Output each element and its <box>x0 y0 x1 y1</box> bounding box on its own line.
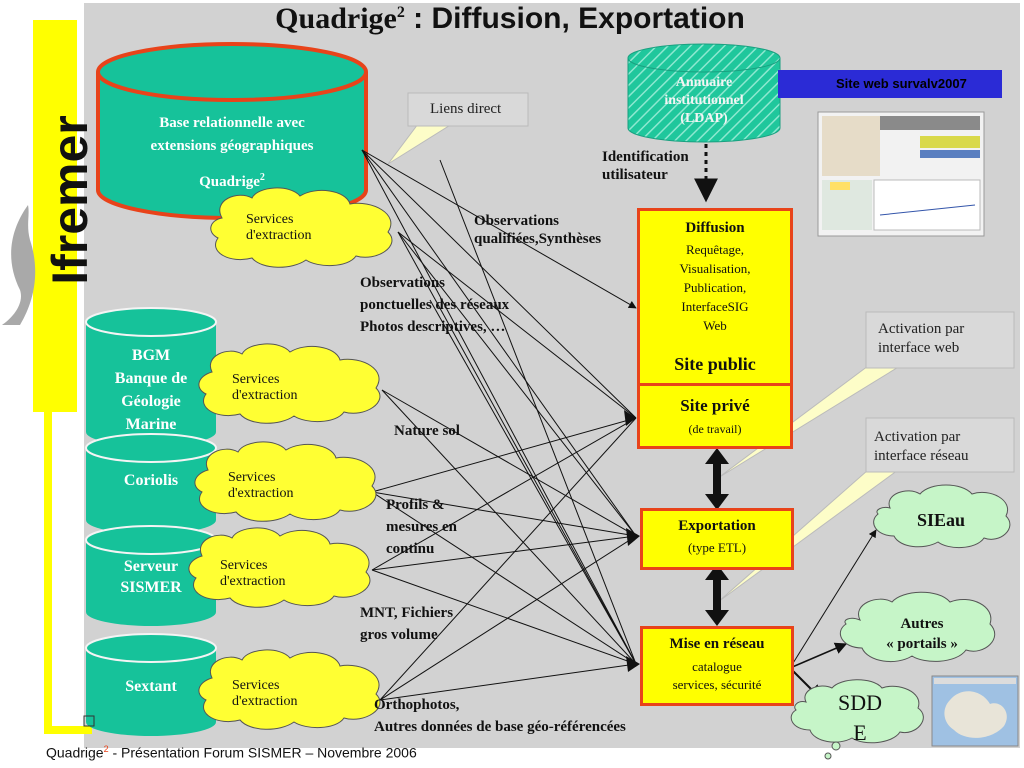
footer-quadrige: Quadrige <box>46 744 104 761</box>
services-label-1: Services d'extraction <box>246 212 312 243</box>
activation-reseau-note-box <box>865 417 1015 473</box>
reseau-label: Mise en réseau <box>669 636 765 652</box>
services-label-3: Services d'extraction <box>228 470 294 501</box>
bgm-label: BGM Banque de Géologie Marine <box>114 347 188 433</box>
reseau-sub: catalogue services, sécurité <box>672 659 762 692</box>
services-label-5: Services d'extraction <box>232 678 298 709</box>
quadrige-db-name-text: Quadrige <box>199 174 260 190</box>
data-flow-lines <box>361 149 637 701</box>
quadrige-db-line1: Base relationnelle avec <box>159 115 305 131</box>
services-cloud-4-icon <box>188 527 371 608</box>
services-cloud-2-icon <box>198 343 381 424</box>
site-web-screenshot-thumbnail <box>817 111 985 237</box>
services-cloud-1-icon <box>210 187 393 268</box>
diffusion-title: Diffusion <box>685 220 745 236</box>
sieau-cloud-icon <box>873 484 1011 548</box>
sdde-cloud-bubble-2-icon <box>824 752 832 760</box>
site-web-label: Site web survalv2007 <box>836 76 998 91</box>
services-cloud-5-icon <box>198 649 381 730</box>
sextant-database-icon <box>85 633 217 736</box>
ldap-label: Annuaire institutionnel (LDAP) <box>664 75 744 126</box>
logo-bar <box>33 20 77 412</box>
logo-frame-left <box>44 412 52 732</box>
autres-label: Autres « portails » <box>886 616 958 652</box>
ldap-database-icon <box>627 43 781 143</box>
title-quadrige: Quadrige <box>275 2 397 35</box>
quadrige-database-icon <box>96 42 368 220</box>
autres-cloud-icon <box>840 591 996 663</box>
sieau-label: SIEau <box>916 510 966 530</box>
map-thumbnail <box>931 675 1019 747</box>
logo-frame-top <box>60 412 76 720</box>
double-arrow-prive-export <box>705 448 729 510</box>
exportation-sub: (type ETL) <box>687 540 747 555</box>
exportation-box <box>640 508 794 570</box>
quadrige-db-sup: 2 <box>259 172 265 183</box>
exportation-label: Exportation <box>678 518 756 534</box>
liens-pointer <box>387 123 454 165</box>
title-rest: : Diffusion, Exportation <box>404 2 745 35</box>
arrowhead-exportation <box>626 528 640 546</box>
coriolis-database-icon <box>85 433 217 534</box>
liens-direct-label: Liens direct <box>430 101 502 117</box>
title-sup: 2 <box>396 4 405 21</box>
quadrige-db-line2: extensions géographiques <box>150 138 314 154</box>
arrowhead-site-prive <box>624 410 636 426</box>
activation-reseau-label: Activation par interface réseau <box>874 429 969 464</box>
services-cloud-3-icon <box>194 441 377 522</box>
footer-rest: - Présentation Forum SISMER – Novembre 2… <box>108 744 417 761</box>
logo-frame-bottom <box>44 726 92 734</box>
small-square-icon <box>83 715 95 727</box>
nature-sol-label: Nature sol <box>394 423 460 439</box>
services-label-4: Services d'extraction <box>220 558 286 589</box>
double-arrow-export-reseau <box>705 564 729 626</box>
quadrige-db-name: Quadrige2 <box>110 172 354 191</box>
identification-label: Identification utilisateur <box>602 149 689 183</box>
diffusion-box <box>637 208 793 386</box>
line-to-autres <box>789 642 848 669</box>
sismer-label: Serveur SISMER <box>120 558 182 596</box>
site-prive-sub: (de travail) <box>688 422 742 436</box>
sdde-cloud-icon <box>790 679 924 744</box>
arrowhead-reseau <box>626 656 640 672</box>
obs-qualifiees-label: Observations qualifiées,Synthèses <box>474 213 602 247</box>
footer-text: Quadrige2 - Présentation Forum SISMER – … <box>46 744 417 761</box>
profils-label: Profils & mesures en continu <box>386 497 457 557</box>
diffusion-items: Requêtage, Visualisation, Publication, I… <box>679 242 751 333</box>
activation-web-note-box <box>865 311 1015 369</box>
liens-note-box <box>407 92 529 127</box>
mnt-label: MNT, Fichiers gros volume <box>360 605 454 643</box>
page-title: Quadrige2 : Diffusion, Exportation <box>200 2 820 36</box>
footer-sup: 2 <box>103 744 109 754</box>
sdde-label: SDD E <box>837 690 882 745</box>
site-prive-box <box>637 383 793 449</box>
coriolis-label: Coriolis <box>123 472 179 489</box>
line-to-sieau <box>789 529 877 669</box>
services-label-2: Services d'extraction <box>232 372 298 403</box>
reseau-box <box>640 626 794 706</box>
ifremer-wave-icon <box>2 205 36 325</box>
sdde-cloud-bubble-1-icon <box>831 741 841 751</box>
sextant-label: Sextant <box>125 678 177 695</box>
sismer-database-icon <box>85 525 217 626</box>
obs-ponctuelles-label: Observations ponctuelles des réseaux Pho… <box>360 275 510 335</box>
activation-web-label: Activation par interface web <box>878 321 965 356</box>
ortho-label: Orthophotos, Autres données de base géo-… <box>374 697 626 735</box>
bgm-database-icon <box>85 307 217 446</box>
site-prive-label: Site privé <box>680 396 750 415</box>
site-public-label: Site public <box>674 354 756 374</box>
